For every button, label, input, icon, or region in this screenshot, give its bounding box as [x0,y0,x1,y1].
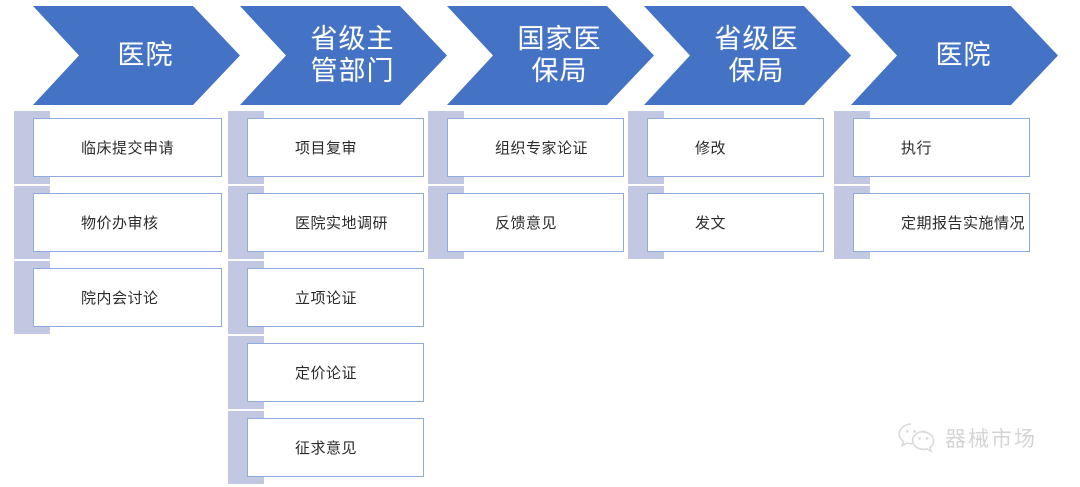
stage-chevron-hospital-start[interactable]: 医院 [33,6,240,105]
step-box[interactable]: 定期报告实施情况 [834,186,1030,259]
step-label: 定价论证 [295,364,358,382]
stage-chevron-label: 省级医 保局 [714,23,799,86]
step-box-body[interactable]: 项目复审 [247,118,424,177]
step-label: 医院实地调研 [295,214,389,232]
step-label: 征求意见 [295,439,358,457]
stage-chevron-provincial-healthcare-bureau[interactable]: 省级医 保局 [644,6,851,105]
step-label: 反馈意见 [495,214,558,232]
step-box[interactable]: 立项论证 [228,261,424,334]
step-box-body[interactable]: 物价办审核 [33,193,222,252]
step-box[interactable]: 医院实地调研 [228,186,424,259]
step-box-body[interactable]: 反馈意见 [447,193,624,252]
step-box[interactable]: 项目复审 [228,111,424,184]
step-box-body[interactable]: 定期报告实施情况 [853,193,1030,252]
step-box-body[interactable]: 医院实地调研 [247,193,424,252]
step-box-body[interactable]: 征求意见 [247,418,424,477]
step-box[interactable]: 组织专家论证 [428,111,624,184]
stage-chevron-national-healthcare-bureau[interactable]: 国家医 保局 [447,6,654,105]
step-box[interactable]: 修改 [628,111,824,184]
step-label: 修改 [695,139,727,157]
step-label: 定期报告实施情况 [901,214,1026,232]
stage-chevron-label: 医院 [935,39,992,70]
step-box[interactable]: 院内会讨论 [14,261,222,334]
step-label: 物价办审核 [81,214,159,232]
step-box-body[interactable]: 临床提交申请 [33,118,222,177]
stage-chevron-provincial-authority[interactable]: 省级主 管部门 [240,6,447,105]
step-box[interactable]: 发文 [628,186,824,259]
step-box[interactable]: 执行 [834,111,1030,184]
stage-chevron-label: 医院 [117,39,174,70]
watermark-text: 器械市场 [945,427,1037,451]
step-box[interactable]: 物价办审核 [14,186,222,259]
step-label: 立项论证 [295,289,358,307]
step-label: 项目复审 [295,139,358,157]
step-box[interactable]: 临床提交申请 [14,111,222,184]
step-box[interactable]: 定价论证 [228,336,424,409]
stage-chevron-hospital-end[interactable]: 医院 [851,6,1058,105]
step-box-body[interactable]: 组织专家论证 [447,118,624,177]
step-box-body[interactable]: 定价论证 [247,343,424,402]
step-box[interactable]: 征求意见 [228,411,424,484]
step-label: 临床提交申请 [81,139,175,157]
step-box-body[interactable]: 院内会讨论 [33,268,222,327]
stage-header-band: 医院 省级主 管部门 国家医 保局 省级医 保局 医院 [0,6,1080,105]
wechat-icon [897,421,937,455]
step-box-body[interactable]: 执行 [853,118,1030,177]
step-label: 院内会讨论 [81,289,159,307]
step-box-body[interactable]: 立项论证 [247,268,424,327]
step-label: 组织专家论证 [495,139,589,157]
stage-chevron-label: 省级主 管部门 [310,23,395,86]
step-box-body[interactable]: 修改 [647,118,824,177]
stage-chevron-label: 国家医 保局 [517,23,602,86]
step-box[interactable]: 反馈意见 [428,186,624,259]
watermark: 器械市场 [897,421,1037,455]
step-label: 发文 [695,214,727,232]
step-label: 执行 [901,139,933,157]
step-box-body[interactable]: 发文 [647,193,824,252]
